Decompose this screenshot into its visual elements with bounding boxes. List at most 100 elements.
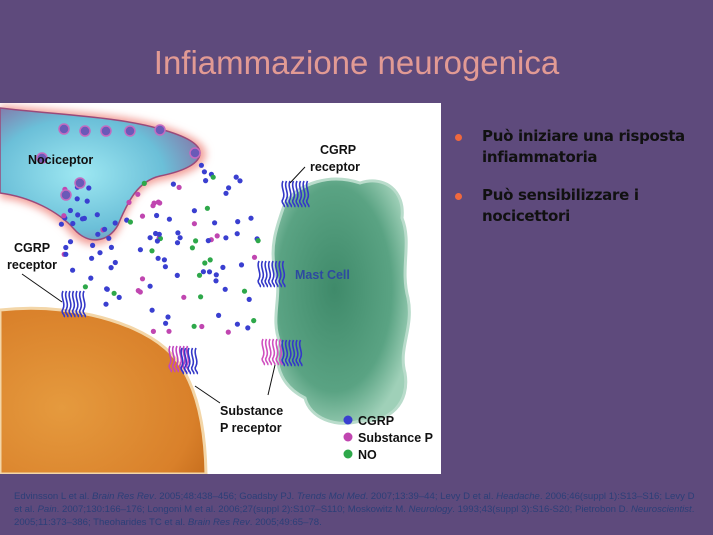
label-nociceptor: Nociceptor [28,153,93,167]
molecule-dot [147,283,153,289]
molecule-dot [226,185,232,191]
molecule-dot [58,221,64,227]
molecule-dot [102,226,108,232]
molecule-dot [205,238,211,244]
reference-journal: Neuroscientist [630,504,692,515]
leader-line [289,166,306,184]
molecule-dot [70,267,76,273]
molecule-dot [234,231,240,237]
molecule-dot [207,257,213,263]
reference-authors: Goadsby PJ. [239,491,297,502]
molecule-dot [191,208,197,214]
molecule-dot [203,178,209,184]
reference-item: Moskowitz M. Neurology. 1993;43(suppl 3)… [348,504,575,515]
bullet-item: Può sensibilizzare i nocicettori [455,185,710,227]
molecule-dot [198,294,204,300]
molecule-dot [103,301,109,307]
molecule-dot [193,238,199,244]
molecule-dot [216,312,222,318]
reference-details: . 1993;43(suppl 3):S16-S20; [452,504,575,515]
molecule-dot [234,321,240,327]
molecule-dot [156,231,162,237]
reference-item: Longoni M et al. 2006;27(suppl 2):S107–S… [147,504,347,515]
cgrp-receptor-mast [257,260,286,288]
molecule-dot [176,184,182,190]
molecule-dot [212,220,218,226]
molecule-dot [214,233,220,239]
target-cell [0,306,208,476]
molecule-dot [174,272,180,278]
molecule-dot [106,235,112,241]
molecule-dot [162,264,168,270]
molecule-dot [155,255,161,261]
molecule-dot [206,269,213,275]
molecule-dot [199,323,205,330]
cgrp-receptor-left [61,290,87,318]
molecule-dot [137,247,143,253]
leader-line [194,385,221,404]
figure-illustration: Nociceptor CGRP receptor CGRP receptor M… [0,103,433,476]
reference-details: . 2005;48:438–456; [153,491,240,502]
molecule-dot [213,272,219,278]
molecule-dot [112,259,118,266]
molecule-dot [213,278,219,284]
molecule-dot [67,239,74,245]
reference-item: Levy D et al. Pain. 2007;130:166–176; [14,491,695,515]
bullet-item: Può iniziare una risposta infiammatoria [455,126,710,168]
reference-item: Edvinsson L et al. Brain Res Rev. 2005;4… [14,491,239,502]
bullet-list: Può iniziare una risposta infiammatoria … [455,126,710,244]
molecule-dot [220,264,226,270]
reference-item: Levy D et al. Headache. 2006;46(suppl 1)… [440,491,665,502]
molecule-dot [155,199,161,205]
molecule-dot [70,220,76,227]
molecule-dot [111,290,117,296]
reference-details: . 2005;49:65–78. [249,517,322,528]
reference-journal: Brain Res Rev [187,517,250,528]
label-cgrp-receptor-left: CGRP [14,241,50,255]
bullet-dot-icon [455,134,462,141]
molecule-dot [127,219,133,225]
molecule-dot [245,325,251,331]
molecule-dot [154,212,160,219]
molecule-dot [241,288,248,294]
molecule-dot [89,255,95,261]
molecule-dot [191,221,197,227]
legend-label: NO [358,448,377,462]
bullet-text: Può iniziare una risposta infiammatoria [482,127,685,166]
label-mast-cell: Mast Cell [295,268,350,282]
molecule-dot [177,235,183,241]
vesicle [154,124,166,136]
molecule-dot [223,190,229,196]
reference-item: Goadsby PJ. Trends Mol Med. 2007;13:39–4… [239,491,440,502]
molecule-dot [202,260,208,266]
molecule-dot [251,318,257,324]
reference-details: . 2007;13:39–44; [365,491,441,502]
molecule-dot [94,212,100,218]
reference-journal: Pain [37,504,57,515]
molecule-dot [150,203,156,209]
legend-swatch-no [343,449,353,459]
reference-authors: Theoharides TC et al. [93,517,188,528]
molecule-dot [147,235,153,241]
molecule-dot [154,238,160,244]
molecule-dot [141,180,147,186]
reference-item: Theoharides TC et al. Brain Res Rev. 200… [93,517,322,528]
label-cgrp-receptor-left: receptor [7,258,57,272]
molecule-dot [237,178,243,184]
molecule-dot [204,205,210,211]
reference-details: . 2007;130:166–176; [56,504,148,515]
vesicle [189,147,201,159]
vesicle [36,152,48,164]
molecule-dot [95,231,101,237]
molecule-dot [63,251,69,257]
label-substance-p-receptor: Substance [220,404,283,418]
molecule-dot [238,262,245,268]
reference-journal: Headache [496,491,540,502]
molecule-dot [116,294,122,300]
vesicle [79,125,91,137]
molecule-dot [191,323,197,329]
leader-line [267,364,276,396]
reference-journal: Brain Res Rev [92,491,154,502]
molecule-dot [90,242,96,248]
cgrp-receptor-mast-lower [281,339,303,367]
